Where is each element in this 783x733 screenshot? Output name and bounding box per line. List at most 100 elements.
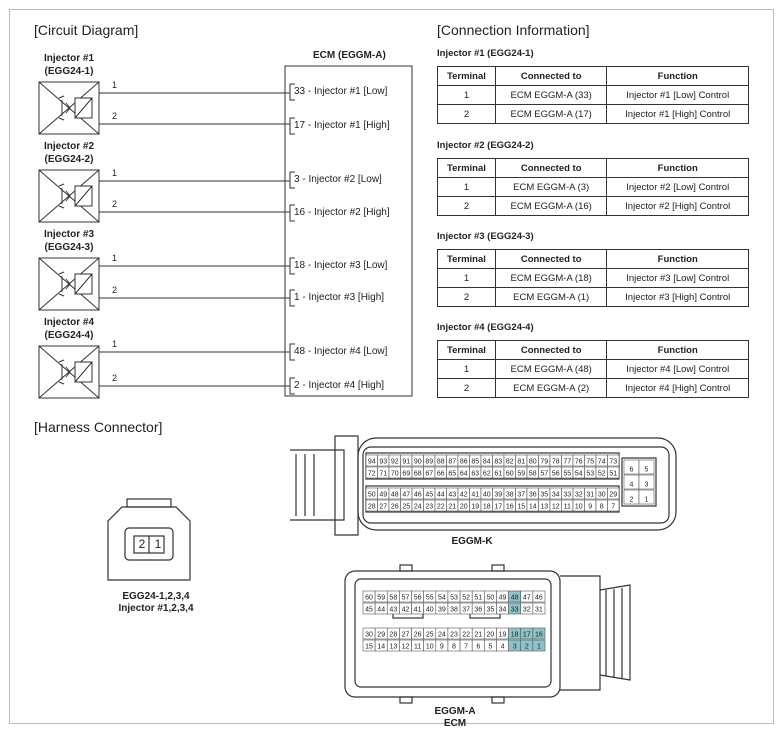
connector-pin-number: 93 xyxy=(379,459,387,466)
injector-4-symbol xyxy=(38,345,100,399)
connector-pin-number: 61 xyxy=(494,471,502,478)
connector-pin-number: 3 xyxy=(513,644,517,651)
ecm-pin-label: 3 - Injector #2 [Low] xyxy=(294,174,382,185)
connector-pin-number: 17 xyxy=(494,504,502,511)
connector-pin-number: 30 xyxy=(598,492,606,499)
connector-pin-number: 47 xyxy=(402,492,410,499)
injector-connector-pin: 1 xyxy=(154,537,162,551)
ecm-box xyxy=(284,65,413,397)
connector-pin-number: 44 xyxy=(377,607,385,614)
connector-pin-number: 28 xyxy=(368,504,376,511)
connector-pin-number: 73 xyxy=(609,459,617,466)
connector-pin-number: 77 xyxy=(563,459,571,466)
connector-pin-number: 82 xyxy=(506,459,514,466)
connector-pin-number: 26 xyxy=(414,632,422,639)
connector-pin-number: 39 xyxy=(438,607,446,614)
connector-pin-number: 9 xyxy=(440,644,444,651)
connector-pin-number: 57 xyxy=(540,471,548,478)
connector-pin-number: 56 xyxy=(552,471,560,478)
connector-pin-number: 52 xyxy=(598,471,606,478)
connector-pin-number: 18 xyxy=(483,504,491,511)
connector-pin-number: 36 xyxy=(529,492,537,499)
connector-pin-number: 46 xyxy=(414,492,422,499)
table-cell: ECM EGGM-A (1) xyxy=(494,287,608,307)
connector-pin-number: 74 xyxy=(598,459,606,466)
table-title: Injector #3 (EGG24-3) xyxy=(437,231,534,242)
table-cell: Injector #3 [High] Control xyxy=(606,287,749,307)
connector-pin-number: 7 xyxy=(464,644,468,651)
connector-pin-cell xyxy=(532,639,546,652)
ecm-pin-label: 1 - Injector #3 [High] xyxy=(294,292,385,303)
connector-pin-cell xyxy=(638,459,655,475)
connector-pin-number: 1 xyxy=(537,644,541,651)
connector-pin-number: 94 xyxy=(368,459,376,466)
connector-pin-number: 38 xyxy=(506,492,514,499)
diagram-frame xyxy=(9,9,774,724)
connector-pin-number: 84 xyxy=(483,459,491,466)
connector-pin-number: 58 xyxy=(389,595,397,602)
connector-pin-number: 12 xyxy=(552,504,560,511)
connector-pin-number: 31 xyxy=(586,492,594,499)
connector-pin-number: 44 xyxy=(437,492,445,499)
connector-pin-number: 33 xyxy=(563,492,571,499)
connector-pin-number: 91 xyxy=(402,459,410,466)
connector-pin-number: 11 xyxy=(414,644,421,651)
connector-pin-number: 1 xyxy=(645,497,649,504)
connector-pin-cell xyxy=(532,602,546,615)
connector-pin-number: 22 xyxy=(437,504,445,511)
connector-pin-number: 20 xyxy=(460,504,468,511)
connector-pin-cell xyxy=(532,590,546,603)
connector-pin-number: 11 xyxy=(564,504,571,511)
connector-pin-cell xyxy=(607,466,620,479)
table-title: Injector #2 (EGG24-2) xyxy=(437,140,534,151)
connector-pin-number: 27 xyxy=(379,504,387,511)
eggm-a-connector-drawing xyxy=(344,564,631,704)
connector-pin-number: 90 xyxy=(414,459,422,466)
connector-pin-number: 45 xyxy=(365,607,373,614)
connector-pin-number: 10 xyxy=(426,644,434,651)
connector-pin-number: 86 xyxy=(460,459,468,466)
connector-pin-number: 42 xyxy=(402,607,410,614)
connector-pin-number: 47 xyxy=(523,595,531,602)
connector-pin-number: 33 xyxy=(511,607,519,614)
connector-pin-number: 55 xyxy=(563,471,571,478)
connector-pin-number: 27 xyxy=(402,632,410,639)
connector-pin-number: 14 xyxy=(377,644,385,651)
connector-pin-number: 25 xyxy=(402,504,410,511)
connector-pin-number: 5 xyxy=(645,467,649,474)
injector-3-pin-2: 2 xyxy=(112,285,118,295)
eggm-k-label: EGGM-K xyxy=(451,536,493,547)
connector-pin-number: 19 xyxy=(499,632,507,639)
connector-pin-number: 9 xyxy=(588,504,592,511)
injector-1-pin-2: 2 xyxy=(112,111,118,121)
connector-pin-number: 48 xyxy=(511,595,519,602)
connector-pin-number: 20 xyxy=(487,632,495,639)
connector-pin-number: 32 xyxy=(575,492,583,499)
connector-pin-number: 71 xyxy=(379,471,387,478)
connector-pin-number: 50 xyxy=(368,492,376,499)
connector-pin-number: 40 xyxy=(483,492,491,499)
connector-pin-number: 29 xyxy=(377,632,385,639)
connector-pin-number: 51 xyxy=(609,471,617,478)
ecm-pin-label: 33 - Injector #1 [Low] xyxy=(294,86,388,97)
connector-pin-number: 49 xyxy=(379,492,387,499)
connector-pin-number: 16 xyxy=(506,504,514,511)
connector-pin-number: 59 xyxy=(517,471,525,478)
connector-pin-number: 46 xyxy=(535,595,543,602)
injector-2-symbol xyxy=(38,169,100,223)
injector-4-pin-1: 1 xyxy=(112,339,118,349)
connector-pin-number: 54 xyxy=(438,595,446,602)
connector-pin-number: 45 xyxy=(425,492,433,499)
connector-pin-number: 6 xyxy=(630,467,634,474)
connector-pin-number: 80 xyxy=(529,459,537,466)
connector-pin-number: 89 xyxy=(425,459,433,466)
injector-3-symbol xyxy=(38,257,100,311)
injector-connector-drawing xyxy=(107,498,191,581)
connector-pin-number: 69 xyxy=(402,471,410,478)
